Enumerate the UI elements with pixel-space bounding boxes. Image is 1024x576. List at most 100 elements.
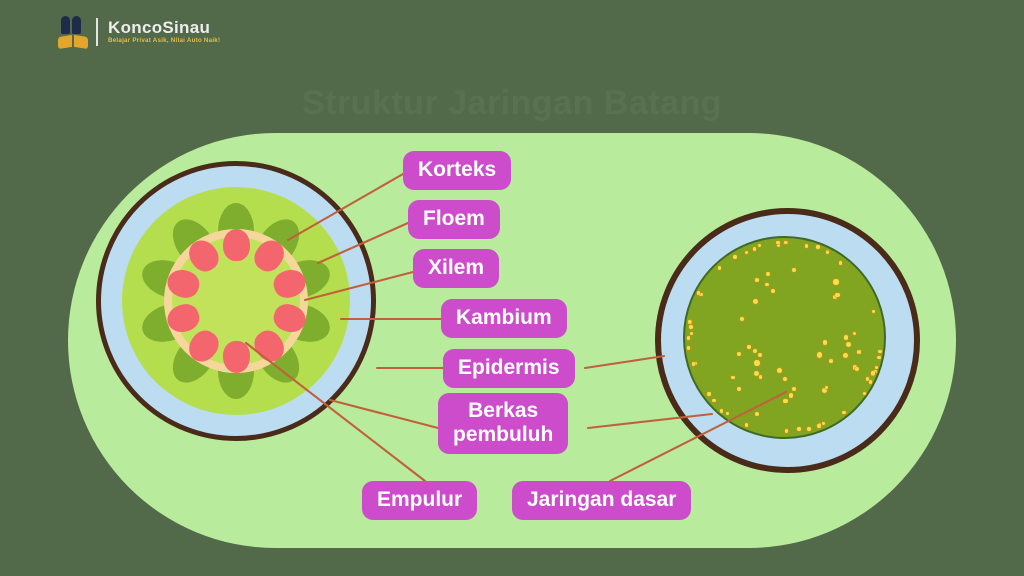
dicot-xilem-segment	[182, 234, 224, 277]
monocot-berkas-pembuluh-dot	[776, 243, 781, 247]
monocot-berkas-pembuluh-dot	[699, 293, 703, 297]
monocot-berkas-pembuluh-dot	[825, 250, 830, 254]
monocot-berkas-pembuluh-dot	[868, 380, 873, 384]
monocot-berkas-pembuluh-dot	[753, 370, 759, 377]
monocot-berkas-pembuluh-group	[683, 236, 890, 443]
label-empulur[interactable]: Empulur	[362, 481, 478, 520]
monocot-berkas-pembuluh-dot	[783, 399, 788, 404]
monocot-berkas-pembuluh-dot	[862, 391, 866, 396]
monocot-berkas-pembuluh-dot	[792, 386, 797, 392]
monocot-berkas-pembuluh-dot	[686, 336, 691, 340]
dicot-xilem-segment	[248, 325, 290, 368]
monocot-berkas-pembuluh-dot	[838, 261, 842, 265]
monocot-berkas-pembuluh-dot	[693, 361, 697, 366]
monocot-berkas-pembuluh-dot	[816, 352, 822, 358]
monocot-berkas-pembuluh-dot	[878, 349, 882, 353]
label-jaringan-dasar[interactable]: Jaringan dasar	[512, 481, 692, 520]
monocot-berkas-pembuluh-dot	[816, 245, 820, 249]
brand-logo: KoncoSinau Belajar Privat Asik, Nilai Au…	[58, 16, 221, 50]
brand-name: KoncoSinau	[108, 18, 211, 38]
dicot-xilem-segment	[248, 234, 290, 277]
dicot-xilem-segment	[269, 265, 309, 302]
monocot-berkas-pembuluh-dot	[777, 368, 782, 373]
monocot-berkas-pembuluh-dot	[797, 427, 801, 431]
monocot-berkas-pembuluh-dot	[822, 387, 828, 394]
monocot-berkas-pembuluh-dot	[740, 316, 745, 321]
monocot-berkas-pembuluh-dot	[791, 267, 796, 272]
label-xilem[interactable]: Xilem	[413, 249, 500, 288]
dicot-xilem-segment	[222, 341, 250, 373]
label-epidermis[interactable]: Epidermis	[443, 349, 575, 388]
monocot-berkas-pembuluh-dot	[725, 411, 730, 416]
monocot-berkas-pembuluh-dot	[747, 345, 751, 349]
monocot-berkas-pembuluh-dot	[753, 298, 759, 304]
monocot-berkas-pembuluh-dot	[757, 243, 762, 248]
monocot-berkas-pembuluh-dot	[852, 365, 858, 370]
monocot-berkas-pembuluh-dot	[784, 429, 789, 433]
monocot-berkas-pembuluh-dot	[873, 369, 877, 374]
monocot-berkas-pembuluh-dot	[697, 291, 701, 295]
monocot-berkas-pembuluh-dot	[821, 421, 825, 426]
monocot-berkas-pembuluh-dot	[736, 352, 741, 357]
monocot-berkas-pembuluh-dot	[824, 385, 829, 390]
monocot-berkas-pembuluh-dot	[754, 360, 760, 366]
monocot-berkas-pembuluh-dot	[691, 362, 696, 366]
monocot-berkas-pembuluh-dot	[752, 348, 757, 353]
monocot-berkas-pembuluh-dot	[844, 335, 849, 340]
dicot-xilem-segment	[269, 300, 309, 337]
monocot-berkas-pembuluh-dot	[731, 375, 736, 380]
monocot-berkas-pembuluh-dot	[754, 277, 759, 282]
koncosinau-logo-icon	[58, 16, 88, 50]
dicot-xilem-segment	[182, 325, 224, 368]
label-kambium[interactable]: Kambium	[441, 299, 567, 338]
monocot-berkas-pembuluh-dot	[822, 340, 828, 345]
label-korteks[interactable]: Korteks	[403, 151, 512, 190]
monocot-berkas-pembuluh-dot	[752, 247, 757, 251]
brand-tagline: Belajar Privat Asik, Nilai Auto Naik!	[108, 37, 221, 45]
monocot-berkas-pembuluh-dot	[804, 244, 809, 248]
monocot-berkas-pembuluh-dot	[855, 366, 860, 372]
monocot-berkas-pembuluh-dot	[807, 427, 811, 431]
dicot-xilem-segment	[163, 265, 203, 302]
monocot-berkas-pembuluh-dot	[877, 355, 881, 360]
monocot-stem-diagram	[655, 208, 920, 473]
monocot-berkas-pembuluh-dot	[782, 376, 787, 381]
monocot-berkas-pembuluh-dot	[783, 240, 787, 244]
monocot-berkas-pembuluh-dot	[737, 387, 741, 391]
monocot-berkas-pembuluh-dot	[758, 375, 762, 379]
monocot-berkas-pembuluh-dot	[835, 292, 840, 298]
monocot-berkas-pembuluh-dot	[857, 350, 862, 355]
monocot-berkas-pembuluh-dot	[765, 282, 770, 287]
monocot-berkas-pembuluh-dot	[776, 240, 780, 245]
monocot-berkas-pembuluh-dot	[687, 320, 692, 324]
logo-divider	[96, 18, 98, 46]
monocot-berkas-pembuluh-dot	[712, 398, 716, 403]
monocot-berkas-pembuluh-dot	[770, 288, 775, 293]
monocot-berkas-pembuluh-dot	[758, 352, 763, 357]
monocot-berkas-pembuluh-dot	[852, 331, 857, 336]
monocot-berkas-pembuluh-dot	[843, 352, 849, 358]
monocot-berkas-pembuluh-dot	[745, 251, 749, 255]
monocot-berkas-pembuluh-dot	[686, 346, 690, 350]
monocot-berkas-pembuluh-dot	[846, 341, 852, 347]
dicot-stem-diagram	[96, 161, 376, 441]
monocot-berkas-pembuluh-dot	[733, 255, 737, 259]
monocot-berkas-pembuluh-dot	[874, 365, 879, 370]
dicot-xilem-segment	[222, 229, 250, 261]
monocot-berkas-pembuluh-dot	[829, 359, 833, 364]
monocot-berkas-pembuluh-dot	[832, 294, 837, 299]
monocot-berkas-pembuluh-dot	[833, 279, 839, 285]
label-berkas-pembuluh[interactable]: Berkas pembuluh	[438, 393, 569, 455]
label-floem[interactable]: Floem	[408, 200, 500, 239]
monocot-berkas-pembuluh-dot	[744, 423, 749, 427]
monocot-berkas-pembuluh-dot	[765, 271, 771, 277]
dicot-xilem-segment	[163, 300, 203, 337]
monocot-berkas-pembuluh-dot	[817, 424, 821, 428]
monocot-berkas-pembuluh-dot	[871, 371, 875, 375]
monocot-berkas-pembuluh-dot	[842, 410, 846, 414]
monocot-berkas-pembuluh-dot	[707, 392, 711, 396]
monocot-berkas-pembuluh-dot	[865, 377, 870, 381]
monocot-berkas-pembuluh-dot	[754, 411, 759, 416]
monocot-berkas-pembuluh-dot	[788, 393, 794, 398]
